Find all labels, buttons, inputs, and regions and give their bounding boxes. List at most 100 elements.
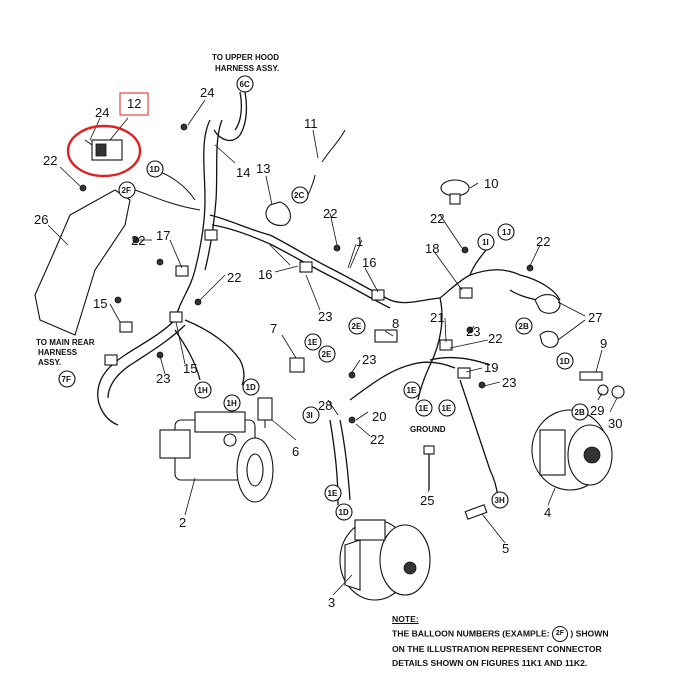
note-line-1b: ) SHOWN	[570, 628, 609, 639]
balloon-1D: 1D	[335, 503, 353, 521]
callout-9: 9	[600, 336, 607, 351]
callout-12: 12	[127, 96, 141, 111]
callout-4: 4	[544, 505, 551, 520]
callout-13: 13	[256, 161, 270, 176]
balloon-1H: 1H	[223, 394, 241, 412]
callout-27: 27	[588, 310, 602, 325]
leader-lines	[47, 99, 618, 596]
callout-22: 22	[323, 206, 337, 221]
washer-30	[611, 385, 625, 399]
callout-16: 16	[258, 267, 272, 282]
callout-28: 28	[318, 398, 332, 413]
callout-22: 22	[488, 331, 502, 346]
note-example-balloon: 2F	[551, 626, 568, 642]
svg-text:2F: 2F	[122, 186, 131, 195]
ground-bolt-25	[423, 445, 435, 490]
svg-text:1D: 1D	[339, 508, 349, 517]
callout-23: 23	[156, 371, 170, 386]
callout-30: 30	[608, 416, 622, 431]
callout-7: 7	[270, 321, 277, 336]
svg-text:1E: 1E	[308, 338, 318, 347]
callout-10: 10	[484, 176, 498, 191]
svg-text:2B: 2B	[519, 322, 529, 331]
callout-22: 22	[131, 233, 145, 248]
callout-22: 22	[227, 270, 241, 285]
svg-text:7F: 7F	[62, 375, 71, 384]
balloon-2F: 2F	[118, 181, 136, 199]
callout-15: 15	[93, 296, 107, 311]
svg-text:1H: 1H	[227, 399, 237, 408]
callout-19: 19	[484, 360, 498, 375]
callout-20: 20	[372, 409, 386, 424]
svg-text:1E: 1E	[328, 489, 338, 498]
connector-balloons: 6C 1D 2F 2C 1I 1J 2E 1E 2E 2B 1D 7F 1H 1…	[58, 75, 589, 521]
balloon-1E: 1E	[415, 399, 433, 417]
svg-text:3H: 3H	[495, 496, 505, 505]
balloon-1E: 1E	[324, 484, 342, 502]
callout-11: 11	[304, 116, 318, 131]
note-line-2: ON THE ILLUSTRATION REPRESENT CONNECTOR	[392, 644, 602, 654]
relay-12	[84, 139, 123, 161]
note-title: NOTE:	[392, 614, 419, 624]
svg-text:2E: 2E	[322, 350, 332, 359]
balloon-7F: 7F	[58, 370, 76, 388]
balloon-6C: 6C	[236, 75, 254, 93]
balloon-3I: 3I	[302, 406, 320, 424]
balloon-1H: 1H	[194, 381, 212, 399]
relay-12-highlight-circle	[66, 124, 142, 178]
callout-23: 23	[466, 324, 480, 339]
callout-23: 23	[502, 375, 516, 390]
callout-29: 29	[590, 403, 604, 418]
svg-text:2C: 2C	[294, 191, 304, 200]
svg-text:1E: 1E	[442, 404, 452, 413]
balloon-1J: 1J	[497, 223, 515, 241]
note-example-balloon-label: 2F	[555, 630, 565, 637]
compressor-4	[531, 409, 613, 491]
balloon-1E: 1E	[438, 399, 456, 417]
callout-2: 2	[179, 515, 186, 530]
balloon-2C: 2C	[291, 186, 309, 204]
balloon-1E: 1E	[304, 333, 322, 351]
clamp-13	[265, 201, 291, 226]
caption-main-rear-line3: ASSY.	[38, 358, 61, 367]
connector-8	[374, 329, 398, 343]
callout-21: 21	[430, 310, 444, 325]
figure-note: NOTE: THE BALLOON NUMBERS (EXAMPLE: 2F )…	[392, 612, 692, 670]
callout-26: 26	[34, 212, 48, 227]
parts	[34, 123, 625, 601]
callout-15: 15	[183, 361, 197, 376]
note-line-3: DETAILS SHOWN ON FIGURES 11K1 AND 11K2.	[392, 658, 588, 668]
balloon-1D: 1D	[146, 160, 164, 178]
callout-22: 22	[430, 211, 444, 226]
note-line-1a: THE BALLOON NUMBERS (EXAMPLE:	[392, 628, 550, 639]
clamp-27	[534, 294, 561, 314]
callout-17: 17	[156, 228, 170, 243]
callout-12-highlight-box	[119, 92, 149, 116]
svg-text:1H: 1H	[198, 386, 208, 395]
caption-ground: GROUND	[410, 425, 446, 434]
balloon-3H: 3H	[491, 491, 509, 509]
caption-main-rear-line2: HARNESS	[38, 348, 78, 357]
svg-text:1I: 1I	[482, 238, 489, 247]
svg-text:1D: 1D	[246, 383, 256, 392]
captions: TO UPPER HOOD HARNESS ASSY. TO MAIN REAR…	[36, 53, 446, 434]
caption-main-rear-line1: TO MAIN REAR	[36, 338, 95, 347]
callout-1: 1	[356, 234, 363, 249]
callout-22: 22	[536, 234, 550, 249]
balloon-1E: 1E	[403, 381, 421, 399]
callout-16: 16	[362, 255, 376, 270]
balloon-2E: 2E	[348, 317, 366, 335]
pressure-switch-10	[440, 179, 470, 205]
svg-text:2B: 2B	[575, 408, 585, 417]
nut-29	[597, 384, 609, 396]
note-line-1: THE BALLOON NUMBERS (EXAMPLE: 2F ) SHOWN	[392, 626, 692, 642]
svg-text:1D: 1D	[560, 357, 570, 366]
balloon-2E: 2E	[318, 345, 336, 363]
heat-shield-26	[34, 189, 131, 336]
callout-23: 23	[362, 352, 376, 367]
svg-text:1E: 1E	[419, 404, 429, 413]
callout-3: 3	[328, 595, 335, 610]
callout-6: 6	[292, 444, 299, 459]
svg-text:6C: 6C	[240, 80, 250, 89]
